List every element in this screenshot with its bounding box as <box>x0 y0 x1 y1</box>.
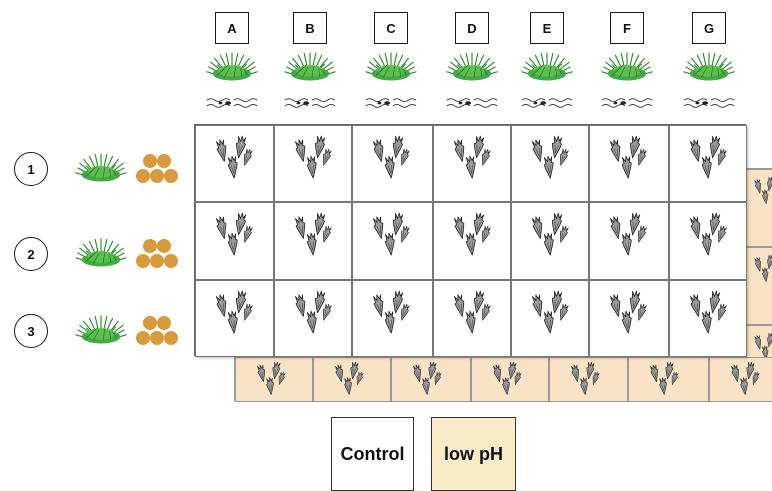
low-ph-cell <box>549 357 628 402</box>
low-ph-cell <box>313 357 391 402</box>
seed-strand-icon <box>284 98 336 108</box>
seed-strand-icon <box>521 98 573 108</box>
animal-cluster-icon <box>686 211 730 259</box>
animal-cluster-icon <box>528 211 572 259</box>
treatment-cell <box>669 202 747 280</box>
treatment-cell <box>433 202 511 280</box>
animal-cluster-icon <box>606 211 650 259</box>
animal-cluster-icon <box>647 360 681 398</box>
treatment-cell <box>433 280 511 357</box>
treatment-cell <box>433 125 511 202</box>
treatment-cell <box>352 202 433 280</box>
animal-cluster-icon <box>528 134 572 182</box>
seed-strand-icon <box>601 98 653 108</box>
grass-tuft-icon <box>75 315 127 345</box>
column-label-d: D <box>455 12 489 44</box>
low-ph-cell <box>391 357 471 402</box>
treatment-cell <box>195 280 274 357</box>
grass-tuft-icon <box>521 52 573 82</box>
animal-cluster-icon <box>450 211 494 259</box>
row-label-2: 2 <box>14 237 48 271</box>
animal-cluster-icon <box>332 360 366 398</box>
animal-cluster-icon <box>212 134 256 182</box>
legend-low-ph: low pH <box>431 417 516 491</box>
column-label-a: A <box>215 12 249 44</box>
grass-tuft-icon <box>365 52 417 82</box>
grass-tuft-icon <box>446 52 498 82</box>
treatment-cell <box>511 202 589 280</box>
low-ph-cell <box>471 357 549 402</box>
column-label-c: C <box>374 12 408 44</box>
seed-strand-icon <box>683 98 735 108</box>
treatment-cell <box>589 202 669 280</box>
treatment-cell <box>352 125 433 202</box>
animal-cluster-icon <box>369 289 413 337</box>
animal-cluster-icon <box>686 289 730 337</box>
legend-low-ph-label: low pH <box>444 443 503 464</box>
treatment-cell <box>511 125 589 202</box>
row-label-1: 1 <box>14 152 48 186</box>
animal-cluster-icon <box>528 289 572 337</box>
animal-cluster-icon <box>212 211 256 259</box>
animal-cluster-icon <box>369 211 413 259</box>
grass-tuft-icon <box>683 52 735 82</box>
control-grid <box>194 124 747 357</box>
animal-cluster-icon <box>606 289 650 337</box>
treatment-cell <box>511 280 589 357</box>
animal-cluster-icon <box>606 134 650 182</box>
column-label-e: E <box>530 12 564 44</box>
grass-tuft-icon <box>75 238 127 268</box>
column-label-b: B <box>293 12 327 44</box>
treatment-cell <box>352 280 433 357</box>
low-ph-cell <box>709 357 772 402</box>
animal-cluster-icon <box>752 174 772 208</box>
low-ph-cell <box>235 357 313 402</box>
animal-cluster-icon <box>212 289 256 337</box>
column-label-g: G <box>692 12 726 44</box>
animal-cluster-icon <box>686 134 730 182</box>
grass-tuft-icon <box>601 52 653 82</box>
legend-control-label: Control <box>340 443 405 464</box>
treatment-cell <box>589 125 669 202</box>
treatment-cell <box>274 125 352 202</box>
column-label-f: F <box>610 12 644 44</box>
seed-strand-icon <box>365 98 417 108</box>
animal-cluster-icon <box>291 289 335 337</box>
low-ph-cell <box>745 247 772 325</box>
treatment-cell <box>669 280 747 357</box>
seed-strand-icon <box>206 98 258 108</box>
animal-cluster-icon <box>728 360 762 398</box>
animal-cluster-icon <box>291 211 335 259</box>
grass-tuft-icon <box>284 52 336 82</box>
seed-strand-icon <box>446 98 498 108</box>
treatment-cell <box>195 202 274 280</box>
row-label-3: 3 <box>14 314 48 348</box>
animal-cluster-icon <box>450 289 494 337</box>
pellet-cluster-icon <box>136 239 178 268</box>
treatment-cell <box>274 202 352 280</box>
low-ph-cell <box>628 357 709 402</box>
animal-cluster-icon <box>568 360 602 398</box>
treatment-cell <box>195 125 274 202</box>
animal-cluster-icon <box>410 360 444 398</box>
animal-cluster-icon <box>369 134 413 182</box>
grass-tuft-icon <box>206 52 258 82</box>
low-ph-cell <box>745 169 772 247</box>
animal-cluster-icon <box>490 360 524 398</box>
legend-control: Control <box>331 417 414 491</box>
grass-tuft-icon <box>75 153 127 183</box>
animal-cluster-icon <box>254 360 288 398</box>
pellet-cluster-icon <box>136 154 178 183</box>
animal-cluster-icon <box>291 134 335 182</box>
animal-cluster-icon <box>752 252 772 286</box>
treatment-cell <box>589 280 669 357</box>
treatment-cell <box>274 280 352 357</box>
treatment-cell <box>669 125 747 202</box>
pellet-cluster-icon <box>136 316 178 345</box>
animal-cluster-icon <box>450 134 494 182</box>
